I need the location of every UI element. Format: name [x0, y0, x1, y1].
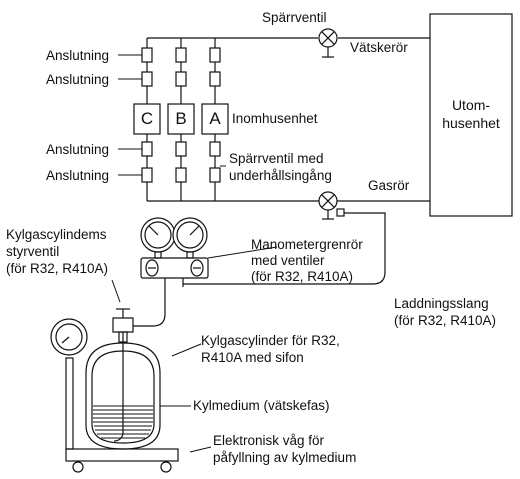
outdoor-unit-box — [429, 13, 513, 217]
manifold-gauge-label: Manometergrenrör med ventiler (för R32, … — [251, 237, 363, 284]
refrigerant-cylinder-icon — [85, 342, 161, 450]
cylinder-valve-icon — [112, 308, 134, 343]
cylinder-hose — [133, 287, 166, 327]
indoor-unit-a-box — [201, 103, 229, 135]
connection-label-3: Anslutning — [46, 142, 110, 157]
indoor-unit-c-label: C — [140, 109, 154, 128]
connection-label-4: Anslutning — [46, 168, 110, 183]
gas-pipe-label: Gasrör — [368, 178, 410, 193]
indoor-unit-a-label: A — [209, 109, 221, 128]
liquid-pipe — [146, 37, 430, 48]
connection-label-2: Anslutning — [46, 72, 110, 87]
liquid-refrigerant-fill — [93, 405, 153, 439]
electronic-scale-label: Elektronisk våg för påfyllning av kylmed… — [213, 433, 357, 465]
gas-valve-icon — [318, 191, 345, 220]
gas-pipe — [146, 191, 430, 202]
pipe-connections — [141, 47, 221, 191]
liquid-valve-icon — [318, 28, 338, 58]
manifold-gauge-icon — [140, 217, 209, 287]
liquid-valve-label: Spärrventil — [262, 10, 327, 25]
liquid-phase-label: Kylmedium (vätskefas) — [193, 398, 330, 413]
indoor-unit-label: Inomhusenhet — [232, 111, 318, 126]
indoor-unit-b-label: B — [175, 109, 187, 128]
charge-hose — [183, 212, 386, 285]
outdoor-unit-label: Utom- husenhet — [442, 97, 500, 131]
pipe-b — [175, 47, 187, 191]
cylinder-control-valve-label: Kylgascylindems styrventil (för R32, R41… — [6, 227, 109, 276]
gas-valve-service-port-label: Spärrventil med underhållsingång — [229, 151, 332, 183]
leader-lines — [111, 54, 278, 453]
electronic-scale-icon — [50, 318, 179, 473]
liquid-pipe-label: Vätskerör — [350, 40, 408, 55]
connection-label-1: Anslutning — [46, 48, 110, 63]
pipe-a — [209, 47, 221, 191]
cylinder-label: Kylgascylinder för R32, R410A med sifon — [201, 333, 340, 365]
charge-hose-label: Laddningsslang (för R32, R410A) — [394, 296, 497, 328]
indoor-unit-c-box — [133, 103, 161, 135]
indoor-unit-b-box — [167, 103, 195, 135]
